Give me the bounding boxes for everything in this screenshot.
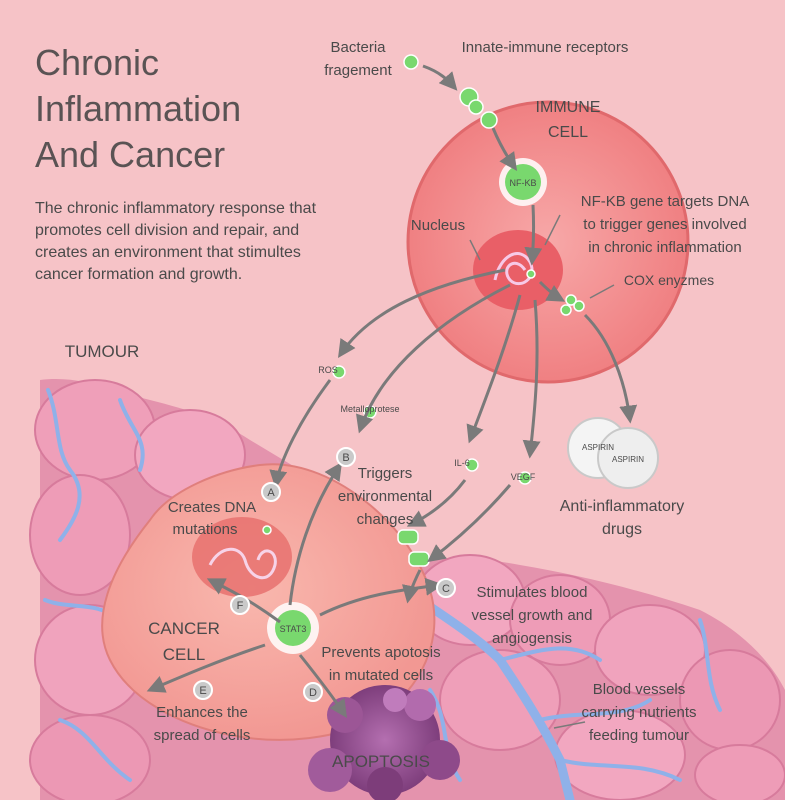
anti-inflammatory-label-2: drugs	[602, 521, 642, 538]
nucleus-label: Nucleus	[411, 217, 465, 234]
vessels-label-3: feeding tumour	[589, 727, 689, 744]
cancer-dna	[208, 547, 277, 579]
apoptosis-label: APOPTOSIS	[332, 752, 430, 771]
triggers-label-3: changes	[357, 511, 414, 528]
cancer-cell	[101, 463, 436, 741]
enhances-label-2: spread of cells	[154, 727, 251, 744]
nfkb-note-1: NF-KB gene targets DNA	[581, 193, 749, 210]
cox-label: COX enyzmes	[624, 272, 714, 288]
title-line-3: And Cancer	[35, 134, 226, 175]
pathway-arrows	[146, 64, 638, 718]
nfkb-badge-label: NF-KB	[510, 178, 537, 188]
anti-inflammatory-label-1: Anti-inflammatory	[560, 498, 684, 515]
stimulates-label-2: vessel growth and	[472, 607, 593, 624]
mutations-label-1: Creates DNA	[168, 499, 256, 516]
marker-b: B	[342, 452, 349, 464]
intro-line-3: creates an environment that stimultes	[35, 244, 301, 261]
triggers-label-2: environmental	[338, 488, 432, 505]
intro-line-2: promotes cell division and repair, and	[35, 222, 300, 239]
immune-cell-label-2: CELL	[548, 124, 588, 141]
bacteria-label-1: Bacteria	[330, 39, 386, 56]
vegf-label: VEGF	[511, 472, 536, 482]
vessels-label-1: Blood vessels	[593, 681, 686, 698]
stat3-badge-label: STAT3	[280, 624, 307, 634]
nfkb-note-3: in chronic inflammation	[588, 239, 741, 256]
ros-label: ROS	[318, 365, 338, 375]
title-line-1: Chronic	[35, 42, 160, 83]
intro-line-1: The chronic inflammatory response that	[35, 200, 317, 217]
tumour-label: TUMOUR	[65, 342, 140, 361]
cancer-cell-label-2: CELL	[163, 645, 206, 664]
marker-e: E	[199, 685, 206, 697]
immune-cell-label-1: IMMUNE	[536, 99, 601, 116]
pill-1-label: ASPIRIN	[582, 443, 614, 452]
stimulates-label-1: Stimulates blood	[477, 584, 588, 601]
metalloprotease-label: Metalloprotese	[340, 404, 399, 414]
prevents-label-1: Prevents apotosis	[321, 644, 440, 661]
cancer-cell-label-1: CANCER	[148, 619, 220, 638]
bacteria-label-2: fragement	[324, 62, 392, 79]
marker-c: C	[442, 583, 450, 595]
title-line-2: Inflammation	[35, 88, 242, 129]
receptors-label: Innate-immune receptors	[462, 39, 629, 56]
pointer-lines	[469, 214, 615, 729]
intro-line-4: cancer formation and growth.	[35, 266, 243, 283]
mutations-label-2: mutations	[172, 521, 237, 538]
marker-a: A	[267, 487, 275, 499]
stimulates-label-3: angiogensis	[492, 630, 572, 647]
pill-2-label: ASPIRIN	[612, 455, 644, 464]
vessels-label-2: carrying nutrients	[581, 704, 696, 721]
triggers-label-1: Triggers	[358, 465, 412, 482]
prevents-label-2: in mutated cells	[329, 667, 433, 684]
aspirin-pills	[567, 417, 659, 489]
enhances-label-1: Enhances the	[156, 704, 248, 721]
nfkb-note-2: to trigger genes involved	[583, 216, 746, 233]
immune-dna	[493, 252, 534, 286]
marker-f: F	[237, 600, 244, 612]
stat3-burst	[267, 602, 319, 654]
apoptosis-cluster	[308, 685, 460, 800]
il6-label: IL-6	[454, 458, 470, 468]
marker-d: D	[309, 687, 317, 699]
step-markers	[193, 447, 456, 702]
